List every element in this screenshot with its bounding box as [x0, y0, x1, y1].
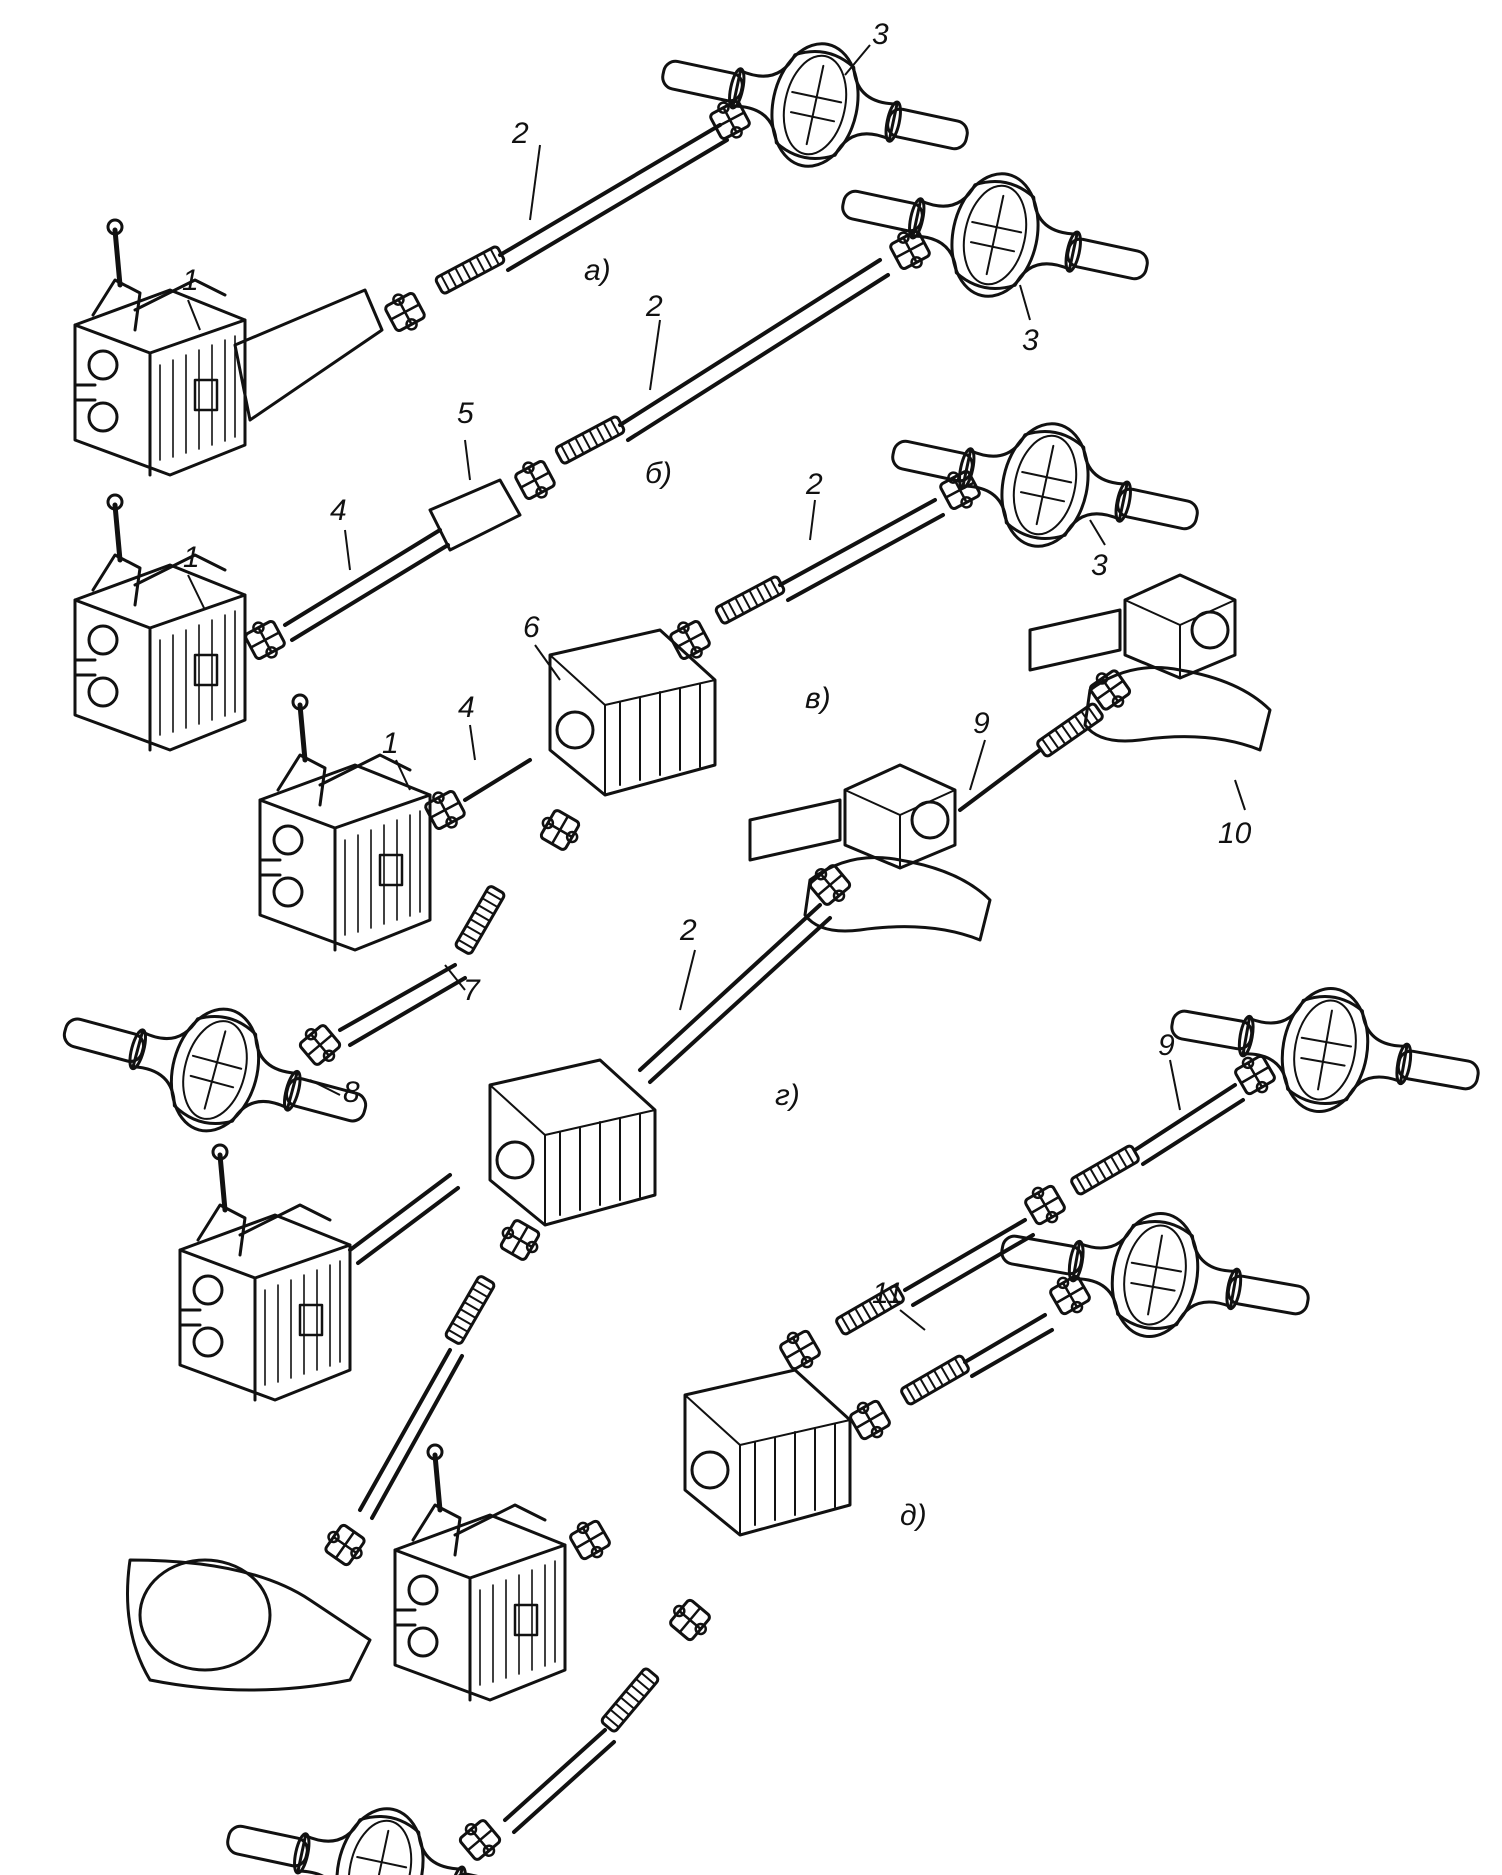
- variant-label-g: г): [775, 1079, 800, 1112]
- part-label-2-a: 2: [511, 117, 529, 150]
- leader-lines: [187, 44, 1246, 1331]
- part-label-1-a: 1: [182, 264, 199, 297]
- part-label-4-v: 4: [458, 691, 475, 724]
- part-label-1-v: 1: [382, 727, 399, 760]
- variant-a-assembly: [75, 10, 982, 475]
- part-label-3-v: 3: [1091, 549, 1108, 582]
- variant-b-assembly: [75, 140, 1162, 750]
- part-label-11: 11: [872, 1277, 903, 1310]
- variant-label-b: б): [645, 457, 672, 490]
- part-label-9-g: 9: [973, 707, 990, 740]
- variant-d-assembly: [213, 960, 1490, 1875]
- part-label-1-b: 1: [183, 541, 200, 574]
- variant-v-assembly: [47, 390, 1212, 1172]
- variant-label-d: д): [900, 1499, 927, 1532]
- part-label-5: 5: [457, 397, 474, 430]
- part-label-2-b: 2: [645, 290, 663, 323]
- part-label-8: 8: [343, 1076, 360, 1109]
- variant-g-assembly: [126, 573, 1272, 1692]
- part-label-3-b: 3: [1022, 324, 1039, 357]
- part-label-4-b: 4: [330, 494, 347, 527]
- part-label-2-g: 2: [679, 914, 697, 947]
- variant-label-a: а): [584, 254, 611, 287]
- part-label-7: 7: [463, 974, 481, 1007]
- variant-label-v: в): [805, 682, 831, 715]
- part-label-10: 10: [1218, 817, 1252, 850]
- part-label-2-v: 2: [805, 468, 823, 501]
- part-label-9-d: 9: [1158, 1029, 1175, 1062]
- part-label-6: 6: [523, 611, 540, 644]
- part-label-3-a: 3: [872, 18, 889, 51]
